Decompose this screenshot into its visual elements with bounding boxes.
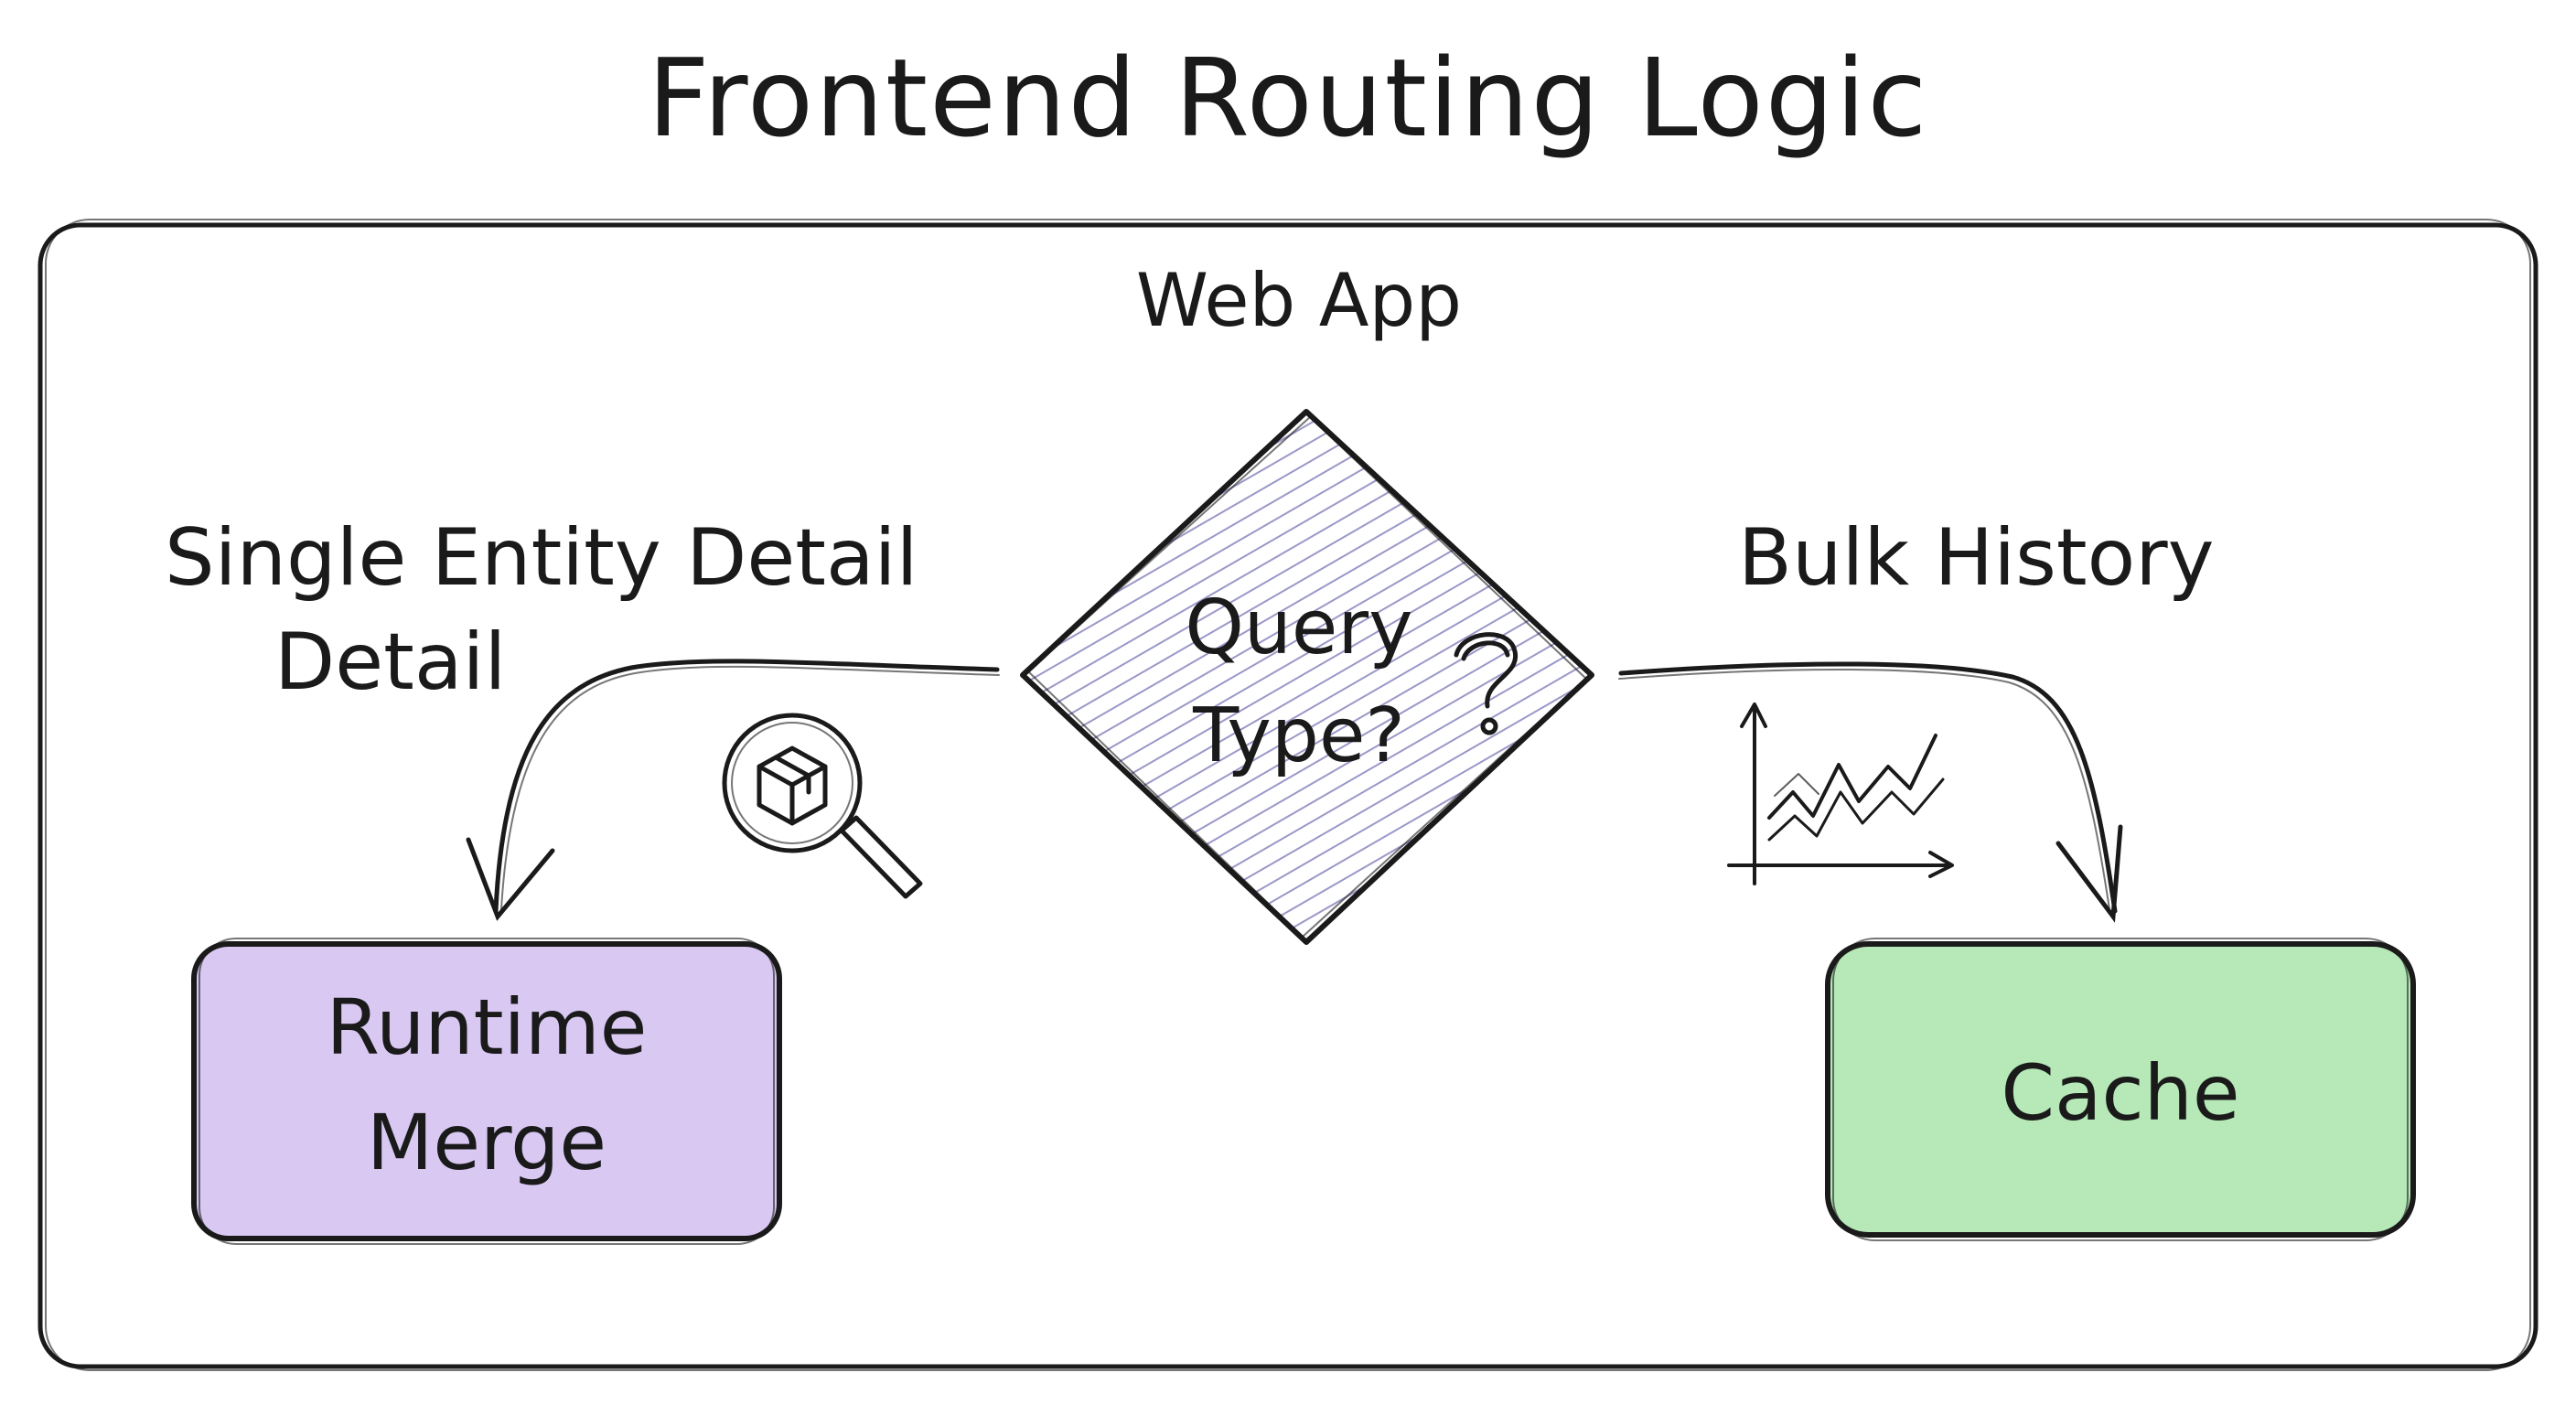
runtime-merge-line-1: Runtime: [326, 982, 648, 1072]
runtime-merge-line-2: Merge: [366, 1098, 607, 1187]
web-app-container: [38, 219, 2538, 1371]
decision-diamond: [1020, 409, 1594, 945]
magnifier-box-icon: [722, 713, 923, 899]
line-chart-icon: [1727, 702, 1954, 885]
diagram-title: Frontend Routing Logic: [647, 35, 1929, 161]
cache-box: [1825, 938, 2416, 1241]
arrow-to-cache: [1618, 661, 2123, 923]
web-app-label: Web App: [1135, 258, 1463, 343]
bulk-history-label: Bulk History: [1738, 512, 2215, 604]
decision-label: Query Type?: [1162, 574, 1436, 790]
decision-line-2: Type?: [1193, 692, 1405, 779]
runtime-merge-box: [191, 938, 782, 1245]
runtime-merge-label: Runtime Merge: [194, 970, 779, 1200]
single-entity-detail-label: Single Entity Detail: [165, 512, 918, 604]
arrow-to-runtime-merge: [466, 659, 1000, 921]
detail-label: Detail: [274, 617, 507, 708]
question-mark-icon: [1454, 632, 1519, 735]
decision-line-1: Query: [1185, 585, 1413, 671]
cache-label: Cache: [2001, 1048, 2240, 1138]
